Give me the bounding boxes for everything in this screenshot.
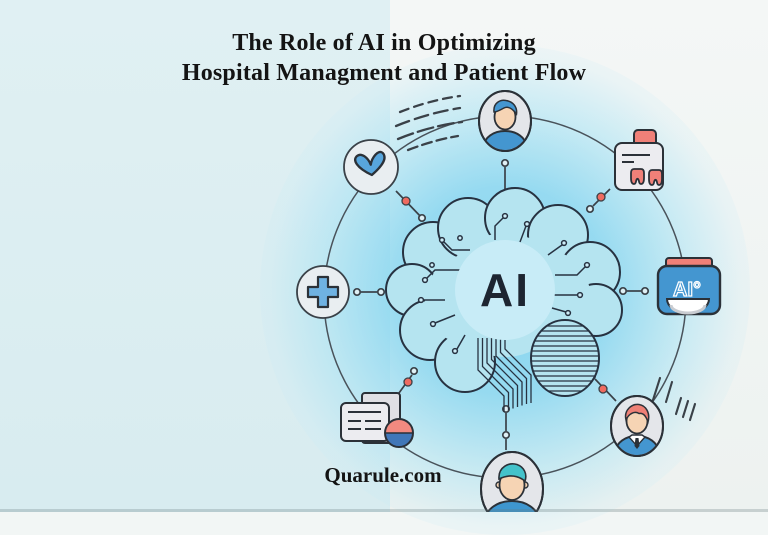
brain-core — [455, 240, 555, 340]
title-line-2: Hospital Managment and Patient Flow — [181, 60, 587, 86]
hair — [493, 99, 518, 116]
connector-bottom — [501, 404, 511, 450]
patient-avatar-icon — [478, 90, 532, 152]
hub-label: AI — [480, 264, 530, 316]
medical-cross-icon — [296, 265, 350, 319]
circuit-traces — [417, 212, 591, 355]
doctor-avatar-icon — [610, 395, 664, 457]
title-line-1: The Role of AI in Optimizing — [232, 30, 536, 56]
ai-brain-icon: AI — [385, 187, 623, 412]
connector-bottom-left — [398, 366, 419, 394]
speed-lines-icon — [394, 94, 464, 152]
surgical-cap — [498, 463, 527, 483]
documents-chart-icon — [340, 392, 414, 448]
ai-device-icon: AI° — [656, 257, 722, 316]
node-red-dot — [403, 377, 413, 387]
connector-left — [352, 287, 386, 297]
tooth-icon — [630, 168, 663, 186]
tie — [634, 438, 640, 449]
node-red-dot — [598, 384, 608, 394]
device-label: AI° — [673, 279, 701, 301]
hair — [624, 403, 650, 425]
speed-lines-bottom-right-icon — [651, 376, 697, 422]
pie-chart-icon — [384, 418, 414, 448]
node-red-dot — [401, 196, 411, 206]
watermark: Quarule.com — [324, 463, 442, 487]
page-title: The Role of AI in Optimizing Hospital Ma… — [0, 28, 768, 88]
surgeon-avatar-icon — [480, 451, 544, 512]
connector-right — [618, 286, 650, 296]
medical-record-icon — [614, 129, 664, 191]
brain-stem-bus — [477, 338, 532, 412]
connector-top-left — [395, 190, 427, 223]
connector-top-right — [585, 188, 611, 214]
bottom-edge-line — [0, 509, 768, 512]
diagram-scene: AI AI° — [296, 90, 722, 512]
heart-icon — [343, 139, 399, 195]
node-red-dot — [596, 192, 606, 202]
